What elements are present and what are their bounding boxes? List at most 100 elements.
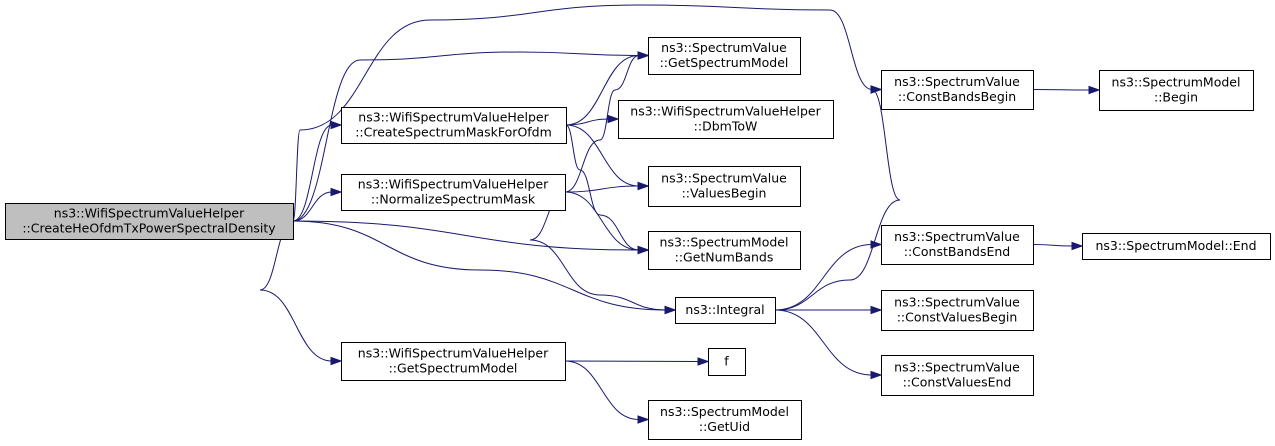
edge-norm-to-gnb xyxy=(564,191,640,251)
node-box[interactable] xyxy=(648,400,802,440)
edge-integral-to-cbb xyxy=(774,89,901,311)
node-box[interactable] xyxy=(5,203,294,240)
node-vb[interactable]: ns3::SpectrumValue::ValuesBegin xyxy=(648,166,801,207)
edge-wgsm-to-f xyxy=(564,360,700,362)
node-box[interactable] xyxy=(708,348,746,376)
node-label-line: f xyxy=(724,354,729,369)
node-label-line: ns3::WifiSpectrumValueHelper xyxy=(358,177,549,192)
node-smb[interactable]: ns3::SpectrumModel::Begin xyxy=(1099,70,1254,111)
edge-root-to-mask xyxy=(292,124,333,222)
node-cve[interactable]: ns3::SpectrumValue::ConstValuesEnd xyxy=(881,355,1034,396)
edge-mask-to-dbm xyxy=(565,118,610,126)
node-label-line: ns3::SpectrumValue xyxy=(894,229,1020,244)
arrowhead-integral-to-cbe xyxy=(870,240,883,249)
node-box[interactable] xyxy=(881,70,1034,110)
node-box[interactable] xyxy=(648,37,801,75)
arrowhead-wgsm-to-uid xyxy=(637,415,650,424)
node-label-line: ::DbmToW xyxy=(694,119,758,134)
node-label-line: ns3::SpectrumModel::End xyxy=(1095,238,1256,253)
node-label-line: ns3::WifiSpectrumValueHelper xyxy=(630,104,821,119)
node-label-line: ns3::WifiSpectrumValueHelper xyxy=(358,346,549,361)
node-label-line: ::CreateSpectrumMaskForOfdm xyxy=(355,125,552,140)
arrowhead-norm-to-gnb xyxy=(637,245,650,255)
edge-root-to-integral xyxy=(292,220,667,311)
arrowhead-norm-to-vb xyxy=(637,181,650,191)
node-label-line: ns3::SpectrumModel xyxy=(660,235,789,250)
arrowhead-root-to-norm xyxy=(330,187,343,197)
arrowhead-root-to-wgsm xyxy=(330,356,343,366)
node-svgsm[interactable]: ns3::SpectrumValue::GetSpectrumModel xyxy=(648,37,801,75)
node-label-line: ns3::SpectrumValue xyxy=(894,360,1020,375)
edge-norm-to-integral xyxy=(529,191,667,311)
node-box[interactable] xyxy=(1082,233,1271,260)
node-mask[interactable]: ns3::WifiSpectrumValueHelper::CreateSpec… xyxy=(341,107,567,144)
edge-integral-to-cve xyxy=(774,309,873,376)
node-sme[interactable]: ns3::SpectrumModel::End xyxy=(1082,233,1271,260)
node-box[interactable] xyxy=(341,342,566,381)
node-label-line: ns3::SpectrumModel xyxy=(1112,75,1241,90)
node-label-line: ::CreateHeOfdmTxPowerSpectralDensity xyxy=(22,221,276,236)
node-box[interactable] xyxy=(341,107,567,144)
node-dbm[interactable]: ns3::WifiSpectrumValueHelper::DbmToW xyxy=(618,100,834,139)
node-box[interactable] xyxy=(881,290,1034,331)
node-label-line: ns3::SpectrumValue xyxy=(894,74,1020,89)
node-label-line: ::GetUid xyxy=(699,419,750,434)
nodes-layer: ns3::WifiSpectrumValueHelper::CreateHeOf… xyxy=(5,37,1271,440)
node-box[interactable] xyxy=(881,355,1034,396)
edges-layer xyxy=(259,4,1101,424)
node-integral[interactable]: ns3::Integral xyxy=(675,297,776,324)
edge-root-to-cbb xyxy=(292,4,873,222)
arrowhead-integral-to-cvb xyxy=(870,305,883,315)
node-gnb[interactable]: ns3::SpectrumModel::GetNumBands xyxy=(648,231,801,270)
edge-mask-to-vb xyxy=(565,124,640,187)
node-f[interactable]: f xyxy=(708,348,746,376)
edge-root-to-wgsm xyxy=(259,220,333,362)
edge-wgsm-to-uid xyxy=(564,360,640,420)
node-box[interactable] xyxy=(618,100,834,139)
node-label-line: ::Begin xyxy=(1154,90,1198,105)
node-root[interactable]: ns3::WifiSpectrumValueHelper::CreateHeOf… xyxy=(5,203,294,240)
edge-mask-to-svgsm xyxy=(565,55,640,126)
edge-integral-to-cbe xyxy=(774,244,873,311)
arrowhead-norm-to-svgsm xyxy=(637,51,650,60)
node-norm[interactable]: ns3::WifiSpectrumValueHelper::NormalizeS… xyxy=(341,174,566,211)
node-label-line: ::ValuesBegin xyxy=(682,186,767,201)
edge-cbe-to-sme xyxy=(1032,244,1074,247)
edge-cbb-to-smb xyxy=(1032,89,1091,91)
node-label-line: ::ConstBandsEnd xyxy=(904,244,1011,259)
arrowhead-cbe-to-sme xyxy=(1071,241,1084,251)
arrowhead-root-to-mask xyxy=(330,120,343,130)
edge-mask-to-gnb xyxy=(565,124,640,251)
node-label-line: ns3::SpectrumModel xyxy=(660,404,789,419)
arrowhead-integral-to-cbb xyxy=(870,85,883,94)
edge-norm-to-vb xyxy=(564,185,640,193)
node-box[interactable] xyxy=(1099,70,1254,111)
node-label-line: ns3::WifiSpectrumValueHelper xyxy=(358,110,549,125)
node-label-line: ::ConstValuesBegin xyxy=(897,310,1018,325)
node-label-line: ::ConstBandsBegin xyxy=(898,89,1016,104)
node-label-line: ns3::WifiSpectrumValueHelper xyxy=(54,206,245,221)
arrowhead-cbb-to-smb xyxy=(1088,85,1101,95)
node-cbe[interactable]: ns3::SpectrumValue::ConstBandsEnd xyxy=(881,225,1034,265)
node-box[interactable] xyxy=(648,231,801,270)
node-box[interactable] xyxy=(881,225,1034,265)
node-label-line: ::GetSpectrumModel xyxy=(389,361,518,376)
node-label-line: ::ConstValuesEnd xyxy=(903,375,1012,390)
node-box[interactable] xyxy=(341,174,566,211)
node-label-line: ::NormalizeSpectrumMask xyxy=(371,192,536,207)
node-cbb[interactable]: ns3::SpectrumValue::ConstBandsBegin xyxy=(881,70,1034,110)
node-box[interactable] xyxy=(675,297,776,324)
edge-norm-to-svgsm xyxy=(564,55,640,193)
node-label-line: ::GetSpectrumModel xyxy=(660,55,789,70)
node-box[interactable] xyxy=(648,166,801,207)
node-label-line: ns3::SpectrumValue xyxy=(661,171,787,186)
node-wgsm[interactable]: ns3::WifiSpectrumValueHelper::GetSpectru… xyxy=(341,342,566,381)
node-uid[interactable]: ns3::SpectrumModel::GetUid xyxy=(648,400,802,440)
node-label-line: ns3::SpectrumValue xyxy=(894,295,1020,310)
node-cvb[interactable]: ns3::SpectrumValue::ConstValuesBegin xyxy=(881,290,1034,331)
arrowhead-wgsm-to-f xyxy=(697,357,710,366)
edge-root-to-gnb xyxy=(292,220,640,251)
edge-root-to-svgsm xyxy=(292,51,640,222)
arrowhead-mask-to-dbm xyxy=(607,114,620,124)
